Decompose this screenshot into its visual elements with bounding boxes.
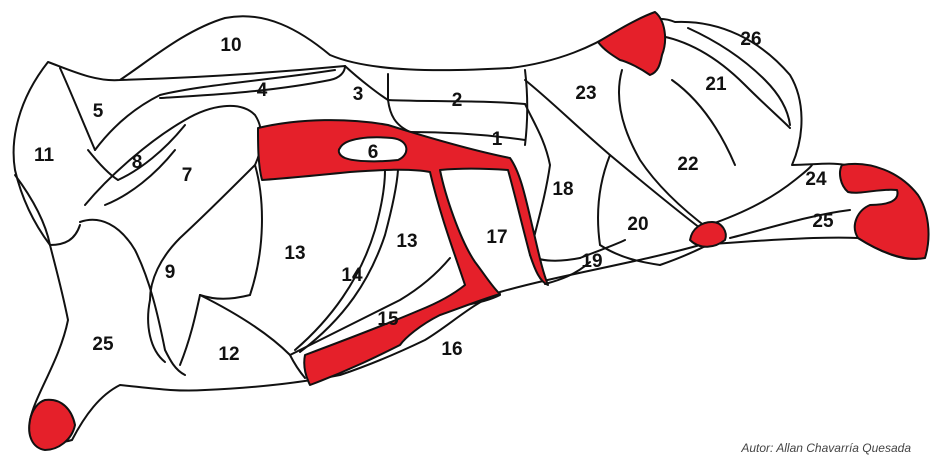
cut-label-13a: 13 xyxy=(284,243,305,264)
cut-label-14: 14 xyxy=(341,265,363,286)
carcass-outline xyxy=(14,16,925,442)
cut-label-7: 7 xyxy=(182,165,193,186)
cut-label-26: 26 xyxy=(740,29,761,50)
cut-label-20: 20 xyxy=(627,214,648,235)
cut-label-19: 19 xyxy=(581,251,602,272)
cut-label-16: 16 xyxy=(441,339,462,360)
cut-label-1: 1 xyxy=(492,129,503,150)
cut-label-15: 15 xyxy=(377,309,399,330)
cut-label-9: 9 xyxy=(165,262,176,283)
cut-label-12: 12 xyxy=(218,344,239,365)
author-credit: Autor: Allan Chavarría Quesada xyxy=(741,441,911,455)
cut-label-3: 3 xyxy=(353,84,364,105)
cut-label-25a: 25 xyxy=(812,211,834,232)
cut-label-5: 5 xyxy=(93,101,104,122)
cut-label-24: 24 xyxy=(805,169,827,190)
cut-label-2: 2 xyxy=(452,90,463,111)
cut-label-11: 11 xyxy=(34,145,55,166)
cut-label-21: 21 xyxy=(705,74,727,95)
cut-label-23: 23 xyxy=(575,83,596,104)
cut-label-17: 17 xyxy=(486,227,507,248)
cut-label-18: 18 xyxy=(552,179,573,200)
cut-label-6: 6 xyxy=(368,142,379,163)
cut-label-10: 10 xyxy=(220,35,241,56)
cut-label-4: 4 xyxy=(257,80,268,101)
cut-label-13b: 13 xyxy=(396,231,417,252)
cut-label-25b: 25 xyxy=(92,334,114,355)
cut-label-8: 8 xyxy=(132,152,143,173)
cut-label-22: 22 xyxy=(677,154,698,175)
